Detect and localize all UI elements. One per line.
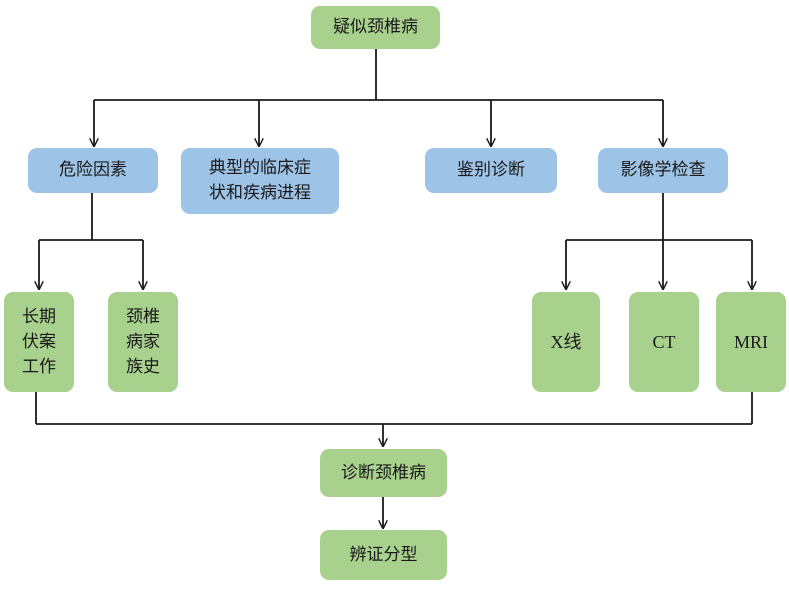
mri-node: MRI xyxy=(716,292,786,392)
work-posture-factor-node: 长期 伏案 工作 xyxy=(4,292,74,392)
family-history-factor-node: 颈椎 病家 族史 xyxy=(108,292,178,392)
xray-node: X线 xyxy=(532,292,600,392)
symptoms-progression-node: 典型的临床症 状和疾病进程 xyxy=(181,148,339,214)
classification-node: 辨证分型 xyxy=(320,530,447,580)
differential-diagnosis-node: 鉴别诊断 xyxy=(425,148,557,193)
ct-node: CT xyxy=(629,292,699,392)
risk-factors-node: 危险因素 xyxy=(28,148,158,193)
diagnosis-node: 诊断颈椎病 xyxy=(320,449,447,497)
imaging-exam-node: 影像学检查 xyxy=(598,148,728,193)
root-node: 疑似颈椎病 xyxy=(311,6,440,49)
